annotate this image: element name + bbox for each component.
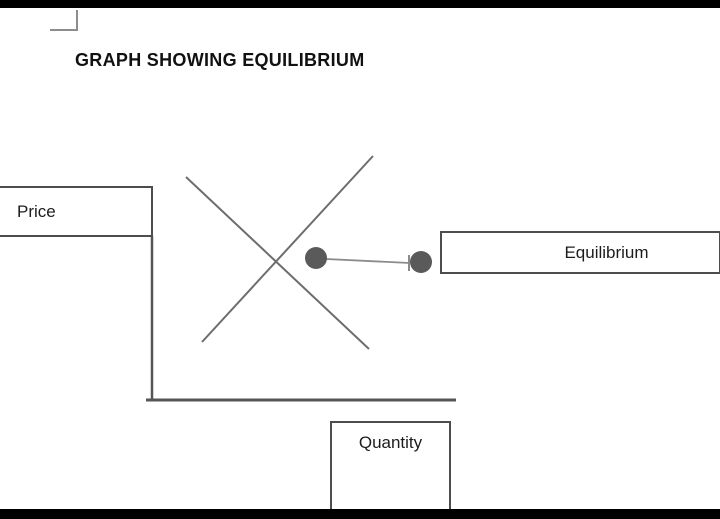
drawing-canvas: GRAPH SHOWING EQUILIBRIUM Price Equilibr… [0, 8, 720, 509]
quantity-label: Quantity [358, 433, 423, 452]
letterbox-bottom [0, 509, 720, 519]
letterbox-top [0, 0, 720, 8]
equilibrium-label-box[interactable]: Equilibrium [440, 231, 720, 274]
connector-line [325, 258, 411, 264]
demand-curve-line [185, 176, 370, 350]
corner-mark [50, 10, 78, 31]
equilibrium-point-dot[interactable] [305, 247, 327, 269]
page-title: GRAPH SHOWING EQUILIBRIUM [75, 50, 365, 70]
quantity-label-box[interactable]: Quantity [330, 421, 451, 509]
supply-curve-line [201, 155, 374, 343]
equilibrium-label: Equilibrium [564, 242, 649, 262]
pointer-dot[interactable] [410, 251, 432, 273]
price-label-box[interactable]: Price [0, 186, 153, 237]
price-label: Price [17, 201, 56, 221]
